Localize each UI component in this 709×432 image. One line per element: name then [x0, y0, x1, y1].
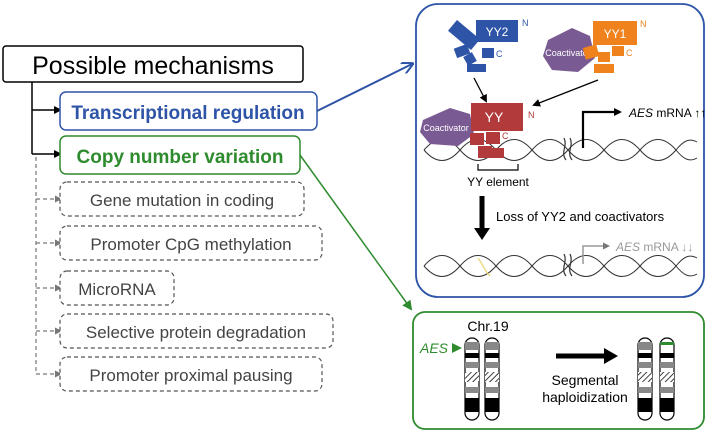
- tss-arrow-active: [581, 108, 622, 148]
- complex-name: YY: [485, 109, 504, 125]
- process-label-line1: Segmental: [552, 372, 619, 388]
- title-box: [2, 45, 304, 83]
- transcription-panel-frame: [415, 3, 705, 298]
- chromosome-pair-before: [464, 337, 500, 421]
- yy1-coactivator-label: Coactivator: [545, 48, 591, 58]
- yy1-coactivator-complex: Coactivator YY1 N C: [543, 19, 647, 73]
- microrna-label: MicroRNA: [78, 280, 156, 299]
- protein-degradation-box[interactable]: [59, 313, 334, 349]
- yy1-name: YY1: [604, 27, 627, 41]
- microrna-box[interactable]: [59, 270, 175, 306]
- cpg-methylation-label: Promoter CpG methylation: [90, 235, 291, 254]
- complex-n-terminus: N: [528, 110, 535, 120]
- mrna-down-label: AES mRNA ↓↓: [615, 240, 693, 254]
- mrna-up-label: AES mRNA ↑↑: [628, 106, 706, 120]
- aes-locus-pointer: [452, 343, 462, 353]
- protein-degradation-label: Selective protein degradation: [86, 323, 306, 342]
- yy1-binding-arrow: [532, 79, 599, 107]
- yy1-c-terminus: C: [626, 48, 633, 58]
- cnv-connector-arrow: [299, 154, 413, 311]
- yy-element-bracket: [477, 164, 519, 171]
- bound-coactivator-label: Coactivator: [423, 123, 469, 133]
- cpg-methylation-box[interactable]: [59, 225, 323, 261]
- title: Possible mechanisms: [32, 52, 274, 80]
- process-label-line2: haploidization: [542, 389, 628, 405]
- transcription-panel: YY2 N C Coactivator YY1 N C: [415, 3, 706, 298]
- yy1-n-terminus: N: [640, 19, 647, 29]
- yy2-c-terminus: C: [496, 49, 503, 59]
- aes-gene-label: AES: [419, 340, 449, 356]
- yy2-binding-arrow: [473, 77, 487, 103]
- yy-bound-complex: Coactivator YY N C: [420, 103, 535, 158]
- yy2-name: YY2: [486, 25, 509, 39]
- gene-mutation-box[interactable]: [59, 181, 305, 217]
- cnv-panel: Chr.19 AES: [412, 311, 705, 430]
- dna-helix-bottom: [423, 253, 698, 277]
- chromosome-pair-after: [637, 337, 675, 421]
- tss-arrow-reduced: [582, 242, 610, 264]
- haploidization-arrow-head: [604, 348, 618, 364]
- chromosome-label: Chr.19: [467, 318, 508, 334]
- yy2-n-terminus: N: [522, 18, 529, 28]
- loss-arrow-head: [474, 228, 490, 240]
- proximal-pausing-box[interactable]: [59, 356, 323, 392]
- loss-label: Loss of YY2 and coactivators: [496, 209, 665, 224]
- yy2-protein: YY2 N C: [448, 18, 529, 72]
- transcriptional-regulation-label: Transcriptional regulation: [71, 103, 304, 124]
- transcriptional-connector-arrow: [316, 64, 412, 112]
- proximal-pausing-label: Promoter proximal pausing: [89, 366, 292, 385]
- complex-c-terminus: C: [502, 131, 509, 141]
- mechanisms-tree: Possible mechanisms Transcriptional regu…: [2, 45, 334, 392]
- yy-element-label: YY element: [467, 175, 529, 189]
- gene-mutation-label: Gene mutation in coding: [90, 191, 274, 210]
- copy-number-variation-label: Copy number variation: [77, 147, 284, 168]
